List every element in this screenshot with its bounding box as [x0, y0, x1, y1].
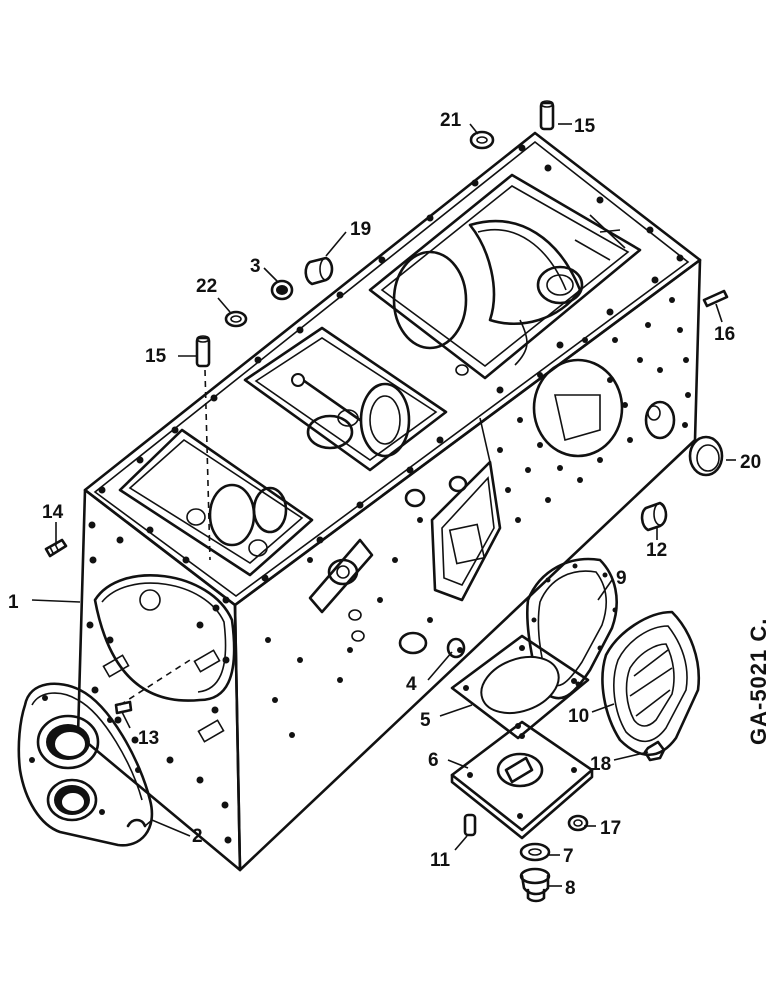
- drawing-reference: GA-5021 C.: [746, 618, 771, 745]
- bushing-part-12: [640, 501, 668, 532]
- callout-7: 7: [563, 846, 574, 867]
- callout-14: 14: [42, 502, 64, 523]
- dowel-part-15-top: [539, 100, 555, 131]
- washer-part-7: [519, 842, 551, 862]
- callout-15b: 15: [574, 116, 596, 137]
- callout-1: 1: [8, 592, 19, 613]
- callout-22: 22: [196, 276, 217, 297]
- callout-12: 12: [646, 540, 667, 561]
- callout-17: 17: [600, 818, 621, 839]
- leader-lines: [31, 123, 736, 887]
- callout-18: 18: [590, 754, 611, 775]
- dowel-part-15-left: [195, 335, 211, 368]
- plug-part-20: [688, 435, 724, 477]
- callout-4: 4: [406, 674, 417, 695]
- plate-part-6: [450, 720, 594, 840]
- plug-part-4: [446, 637, 466, 659]
- callout-5: 5: [420, 710, 431, 731]
- callout-3: 3: [250, 256, 261, 277]
- front-bearing-plate: [17, 682, 154, 847]
- callout-2: 2: [192, 826, 203, 847]
- callout-8: 8: [565, 878, 576, 899]
- seal-part-3: [270, 279, 294, 301]
- callout-21: 21: [440, 110, 462, 131]
- callout-20: 20: [740, 452, 761, 473]
- rear-compartment: [368, 173, 642, 380]
- callout-15a: 15: [145, 346, 167, 367]
- transmission-housing: [76, 131, 702, 872]
- callout-13: 13: [138, 728, 159, 749]
- callout-10: 10: [568, 706, 589, 727]
- callout-19: 19: [350, 219, 371, 240]
- pin-part-16: [702, 289, 729, 308]
- gasket-part-5: [450, 634, 590, 740]
- callout-9: 9: [616, 568, 627, 589]
- front-compartment: [118, 428, 314, 577]
- pin-part-11: [463, 813, 477, 837]
- callout-labels: 1 2 3 4 5 6 7 8 9 10 11 12 13 14 15 15 1…: [8, 110, 761, 899]
- bushing-part-19: [304, 256, 334, 286]
- nut-part-17: [567, 814, 589, 832]
- washer-part-21: [469, 130, 495, 150]
- middle-compartment: [243, 326, 448, 472]
- front-face-holes: [86, 521, 232, 844]
- side-face-holes: [265, 297, 691, 738]
- callout-6: 6: [428, 750, 439, 771]
- top-bolt-holes: [98, 144, 684, 604]
- plug-part-8: [519, 867, 551, 903]
- washer-part-22: [224, 310, 248, 328]
- callout-16: 16: [714, 324, 735, 345]
- callout-11: 11: [430, 850, 451, 871]
- cover-part-10: [601, 610, 701, 756]
- pin-part-13: [114, 700, 133, 715]
